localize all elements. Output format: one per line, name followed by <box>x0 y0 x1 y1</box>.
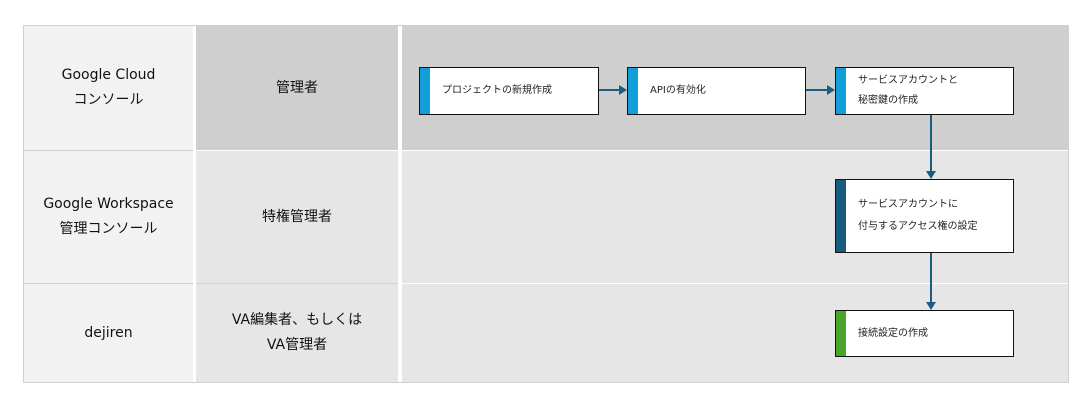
step-create-project: プロジェクトの新規作成 <box>419 67 599 115</box>
arrow-line <box>930 252 932 303</box>
lane-role-super-admin: 特権管理者 <box>196 151 398 283</box>
step-create-service-account: サービスアカウントと秘密鍵の作成 <box>835 67 1014 115</box>
step-label: 接続設定の作成 <box>858 327 928 339</box>
lane-role-va: VA編集者、もしくは VA管理者 <box>196 284 398 382</box>
step-label: サービスアカウントに <box>858 199 958 210</box>
arrowhead-icon <box>827 85 835 95</box>
label: dejiren <box>84 324 133 341</box>
step-color-bar <box>628 68 638 114</box>
label: 管理コンソール <box>59 221 158 237</box>
step-color-bar <box>836 180 846 252</box>
divider <box>196 283 398 284</box>
label: コンソール <box>73 92 144 108</box>
label: 特権管理者 <box>262 208 332 225</box>
step-label: APIの有効化 <box>650 85 706 96</box>
arrow-line <box>805 89 827 91</box>
step-grant-access: サービスアカウントに付与するアクセス権の設定 <box>835 179 1014 253</box>
label: 管理者 <box>276 79 318 96</box>
lane-system-google-cloud: Google Cloud コンソール <box>24 26 193 150</box>
arrow-line <box>930 114 932 172</box>
step-label: 付与するアクセス権の設定 <box>858 221 978 232</box>
divider <box>24 150 193 151</box>
step-color-bar <box>420 68 430 114</box>
arrowhead-icon <box>619 85 627 95</box>
lane-system-google-workspace: Google Workspace 管理コンソール <box>24 151 193 283</box>
label: Google Workspace <box>43 196 174 212</box>
lane-system-dejiren: dejiren <box>24 284 193 382</box>
step-color-bar <box>836 311 846 356</box>
arrowhead-icon <box>926 302 936 310</box>
step-create-connection: 接続設定の作成 <box>835 310 1014 357</box>
step-color-bar <box>836 68 846 114</box>
label: VA管理者 <box>266 337 328 353</box>
divider <box>24 283 193 284</box>
label: Google Cloud <box>61 67 156 83</box>
step-enable-api: APIの有効化 <box>627 67 806 115</box>
step-label: プロジェクトの新規作成 <box>442 85 552 96</box>
lane-role-admin: 管理者 <box>196 26 398 150</box>
step-label: 秘密鍵の作成 <box>858 95 918 106</box>
arrowhead-icon <box>926 171 936 179</box>
label: VA編集者、もしくは <box>231 312 363 328</box>
step-label: サービスアカウントと <box>858 75 958 86</box>
arrow-line <box>599 89 619 91</box>
